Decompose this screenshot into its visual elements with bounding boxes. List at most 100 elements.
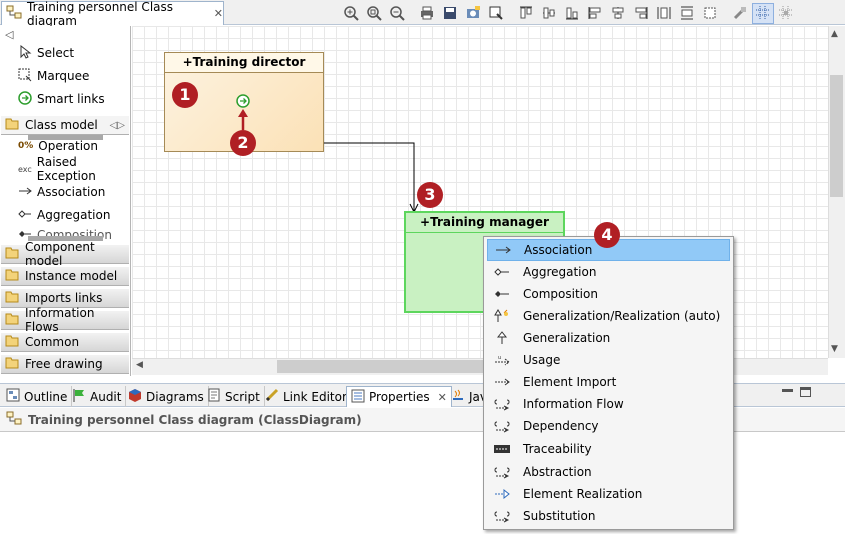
save-icon[interactable]: [439, 3, 461, 24]
palette-item-raised-exception[interactable]: exc Raised Exception: [18, 155, 96, 183]
tab-diagrams[interactable]: Diagrams: [124, 386, 209, 407]
close-icon[interactable]: ✕: [437, 390, 447, 404]
outline-icon: [6, 388, 20, 405]
palette-drawer-free-drawing[interactable]: Free drawing: [1, 354, 129, 374]
step-badge-2: 2: [230, 130, 256, 156]
grid-icon[interactable]: [752, 2, 774, 24]
image-export-icon[interactable]: [462, 3, 484, 24]
palette-drawer-instance-model[interactable]: Instance model: [1, 266, 129, 286]
association-icon: [488, 245, 518, 255]
palette: ◁ Select Marquee Smart links Class model…: [0, 26, 131, 376]
editor-tab[interactable]: Training personnel Class diagram ✕: [1, 0, 224, 28]
horizontal-scroll-thumb[interactable]: [277, 360, 517, 373]
tab-outline[interactable]: Outline: [2, 386, 73, 407]
usage-icon: u: [487, 354, 517, 366]
step-badge-3: 3: [417, 182, 443, 208]
same-size-icon[interactable]: [699, 3, 721, 24]
tab-properties[interactable]: Properties ✕: [346, 386, 452, 407]
maximize-icon[interactable]: [800, 387, 811, 397]
align-bottom-icon[interactable]: [561, 3, 583, 24]
menu-item-traceability[interactable]: Traceability: [487, 438, 730, 460]
close-icon[interactable]: ✕: [213, 7, 223, 20]
raised-exception-icon: exc: [18, 164, 32, 174]
generalization-icon: [487, 331, 517, 345]
palette-drawer-imports-links[interactable]: Imports links: [1, 288, 129, 308]
align-middle-icon[interactable]: [538, 3, 560, 24]
palette-drawer-component-model[interactable]: Component model: [1, 240, 129, 268]
tab-link-editor[interactable]: Link Editor: [261, 386, 352, 407]
vertical-scroll-thumb[interactable]: [830, 75, 843, 197]
scroll-up-icon[interactable]: ▲: [831, 29, 838, 39]
association-icon: [18, 185, 32, 199]
snap-to-grid-icon[interactable]: [775, 3, 797, 24]
cursor-icon: [18, 44, 32, 62]
menu-item-generalization[interactable]: Generalization: [487, 327, 730, 349]
palette-item-aggregation[interactable]: Aggregation: [18, 205, 110, 225]
minimize-icon[interactable]: [782, 389, 793, 392]
step-badge-1: 1: [172, 82, 198, 108]
drawer-scroll-indicator-bottom: [28, 236, 103, 241]
link-editor-icon: [265, 388, 279, 405]
align-center-icon[interactable]: [607, 3, 629, 24]
palette-drawer-class-model[interactable]: Class model ◁▷: [1, 115, 129, 135]
tab-script[interactable]: Script: [203, 386, 265, 407]
menu-item-abstraction[interactable]: Abstraction: [487, 461, 730, 483]
menu-item-element-realization[interactable]: Element Realization: [487, 483, 730, 505]
generalization-auto-icon: [487, 309, 517, 323]
zoom-in-icon[interactable]: [340, 3, 362, 24]
same-height-icon[interactable]: [653, 3, 675, 24]
palette-item-association[interactable]: Association: [18, 182, 105, 202]
operation-icon: 0%: [18, 141, 34, 151]
menu-item-substitution[interactable]: Substitution: [487, 505, 730, 527]
folder-icon: [5, 334, 21, 350]
smart-link-icon: [18, 90, 32, 108]
diagrams-icon: [128, 388, 142, 405]
select-all-icon[interactable]: [485, 3, 507, 24]
menu-item-usage[interactable]: u Usage: [487, 349, 730, 371]
align-left-icon[interactable]: [584, 3, 606, 24]
same-width-icon[interactable]: [676, 3, 698, 24]
pin-icon[interactable]: ◁▷: [109, 119, 125, 131]
menu-item-element-import[interactable]: Element Import: [487, 371, 730, 393]
element-import-icon: [487, 377, 517, 387]
composition-icon: [487, 289, 517, 299]
script-icon: [207, 388, 221, 405]
smart-link-handle-icon[interactable]: [236, 94, 250, 111]
palette-tool-select[interactable]: Select: [18, 43, 74, 63]
folder-icon: [5, 268, 21, 284]
link-type-context-menu: Association Aggregation Composition Gene…: [483, 236, 734, 530]
palette-item-operation[interactable]: 0% Operation: [18, 139, 98, 153]
palette-collapse-icon[interactable]: ◁: [5, 28, 14, 41]
palette-drawer-common[interactable]: Common: [1, 332, 129, 352]
class-title: +Training manager: [406, 213, 563, 233]
abstraction-icon: [487, 465, 517, 479]
palette-tool-marquee[interactable]: Marquee: [18, 66, 89, 86]
java-icon: [451, 388, 465, 405]
folder-icon: [5, 356, 21, 372]
menu-item-dependency[interactable]: Dependency: [487, 415, 730, 437]
tab-javadoc[interactable]: Jav: [447, 386, 491, 407]
folder-open-icon: [5, 117, 21, 133]
format-painter-icon[interactable]: [729, 3, 751, 24]
print-icon[interactable]: [416, 3, 438, 24]
scroll-down-icon[interactable]: ▼: [831, 344, 838, 354]
menu-item-information-flow[interactable]: Information Flow: [487, 393, 730, 415]
tab-audit[interactable]: Audit: [68, 386, 127, 407]
menu-item-aggregation[interactable]: Aggregation: [487, 261, 730, 283]
class-diagram-icon: [6, 4, 22, 23]
align-right-icon[interactable]: [630, 3, 652, 24]
scroll-left-icon[interactable]: ◀: [136, 360, 143, 370]
flag-icon: [72, 388, 86, 405]
menu-item-composition[interactable]: Composition: [487, 283, 730, 305]
folder-icon: [5, 290, 21, 306]
drawer-scroll-indicator: [28, 135, 103, 140]
menu-item-generalization-auto[interactable]: Generalization/Realization (auto): [487, 305, 730, 327]
palette-drawer-information-flows[interactable]: Information Flows: [1, 306, 129, 334]
substitution-icon: [487, 509, 517, 523]
zoom-out-icon[interactable]: [386, 3, 408, 24]
zoom-fit-icon[interactable]: [363, 3, 385, 24]
align-top-icon[interactable]: [515, 3, 537, 24]
palette-tool-smart-links[interactable]: Smart links: [18, 89, 105, 109]
diagram-toolbar: [340, 2, 797, 24]
class-title: +Training director: [165, 53, 323, 73]
